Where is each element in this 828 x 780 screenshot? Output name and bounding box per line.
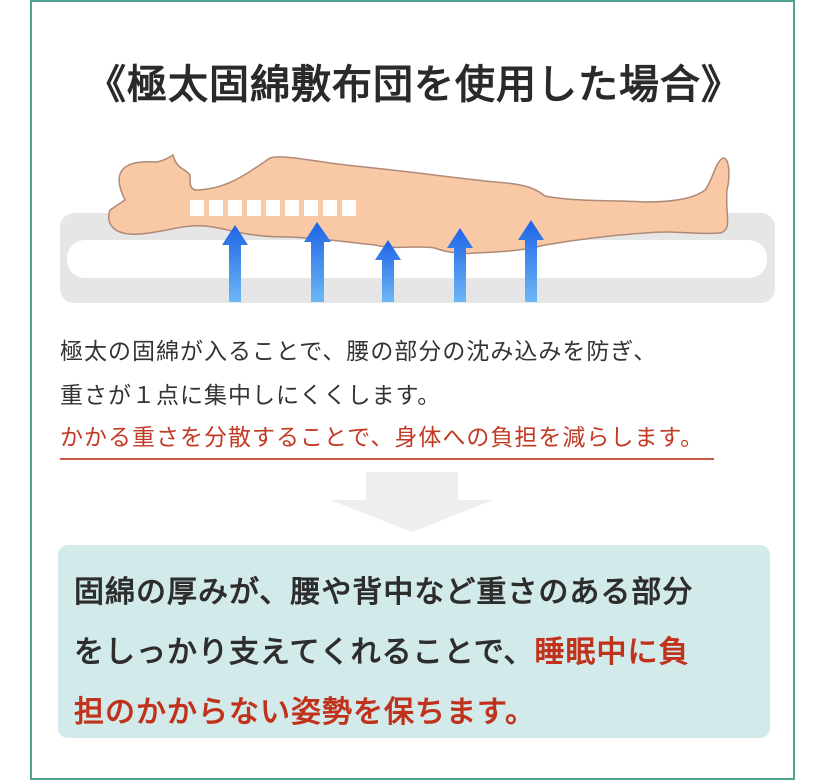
description-line-2: 重さが１点に集中しにくくします。 [60,383,442,409]
body-figure-icon [108,153,730,255]
page-title: 《極太固綿敷布団を使用した場合》 [86,62,742,108]
futon-support-illustration [60,153,775,303]
description: 極太の固綿が入ることで、腰の部分の沈み込みを防ぎ、 重さが１点に集中しにくくしま… [60,330,780,460]
description-line-1: 極太の固綿が入ることで、腰の部分の沈み込みを防ぎ、 [60,339,658,365]
summary-line-2: をしっかり支えてくれることで、睡眠中に負 [74,623,754,683]
summary-line-1: 固綿の厚みが、腰や背中など重さのある部分 [74,575,694,610]
summary-highlight-1: 睡眠中に負 [534,635,690,670]
spine-blocks-icon [190,200,356,216]
support-arrows-icon [222,220,544,302]
summary-highlight-2: 担のかからない姿勢を保ちます。 [74,695,536,730]
description-highlight: かかる重さを分散することで、身体への負担を減らします。 [60,418,715,460]
down-arrow-icon [330,472,493,532]
summary-box: 固綿の厚みが、腰や背中など重さのある部分 をしっかり支えてくれることで、睡眠中に… [58,545,770,738]
summary-line-2-text: をしっかり支えてくれることで、 [74,635,535,670]
